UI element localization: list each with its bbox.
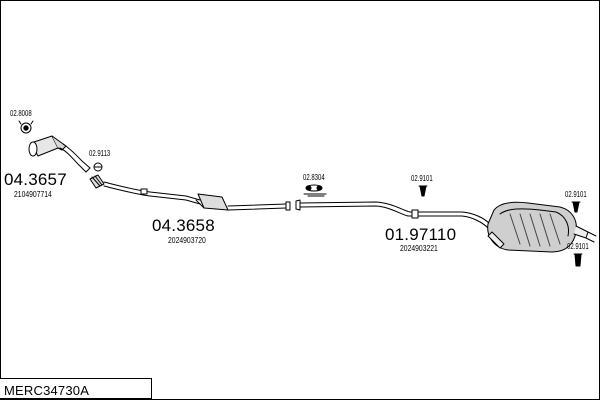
fitting-02-9101-a	[418, 185, 428, 197]
fitting-label-02-9101-c: 02.9101	[567, 242, 589, 251]
middle-silencer-oem-number: 2024903720	[168, 235, 206, 245]
fitting-02-9101-b	[571, 201, 581, 213]
fitting-02-9113	[93, 162, 103, 172]
fitting-label-02-8008: 02.8008	[10, 109, 32, 118]
fitting-02-8304	[303, 184, 327, 197]
title-box: MERC34730A	[0, 378, 152, 399]
rear-silencer-oem-number: 2024903221	[400, 243, 438, 253]
catalyst-part-number: 04.3657	[4, 170, 67, 189]
fitting-02-8008	[18, 120, 34, 134]
rear-silencer-part-number: 01.97110	[385, 225, 457, 244]
catalyst-oem-number: 2104907714	[14, 189, 52, 199]
fitting-label-02-9113: 02.9113	[89, 149, 111, 158]
rear-silencer-part	[487, 201, 597, 253]
middle-silencer-part-number: 04.3658	[152, 216, 215, 235]
fitting-label-02-8304: 02.8304	[303, 173, 325, 182]
fitting-02-9101-c	[573, 253, 583, 267]
front-joint-part	[89, 174, 105, 189]
fitting-label-02-9101-b: 02.9101	[565, 190, 587, 199]
middle-pipe-part	[103, 181, 291, 211]
catalyst-part	[28, 135, 91, 173]
fitting-label-02-9101-a: 02.9101	[411, 174, 433, 183]
rear-pipe-part	[295, 199, 491, 229]
diagram-title: MERC34730A	[4, 383, 90, 398]
